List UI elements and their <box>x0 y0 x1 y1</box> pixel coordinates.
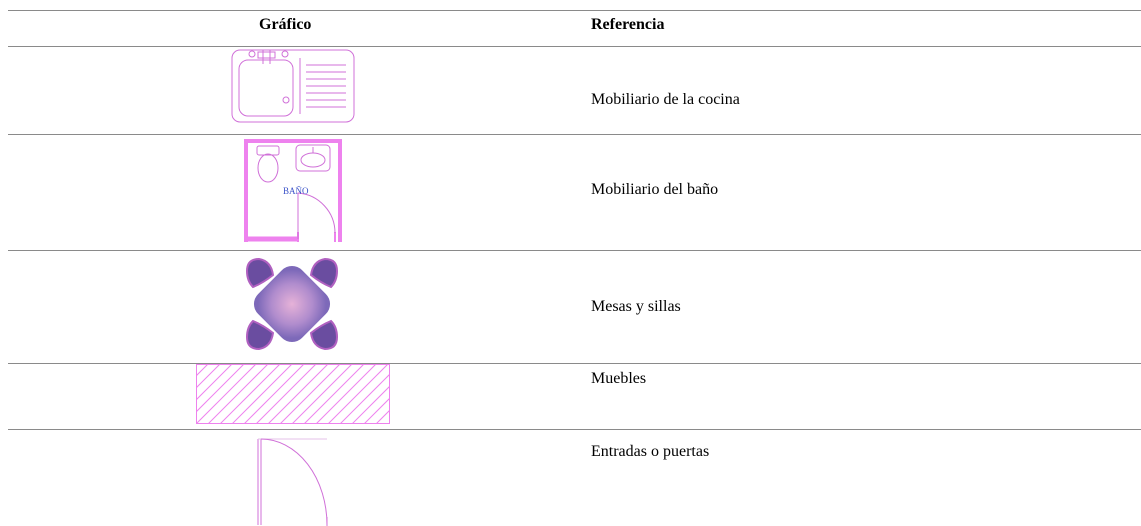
row-divider <box>8 134 1141 135</box>
kitchen-sink-icon <box>231 49 355 123</box>
header-bottom-rule <box>8 46 1141 47</box>
table-row: BAÑO <box>243 138 343 244</box>
reference-text: Mobiliario de la cocina <box>591 91 740 108</box>
furniture-hatch-icon <box>196 364 390 424</box>
table-row <box>255 437 331 526</box>
table-chairs-icon <box>245 257 339 351</box>
reference-text: Muebles <box>591 370 647 387</box>
row-divider <box>8 429 1141 430</box>
bathroom-plan-icon: BAÑO <box>244 139 342 242</box>
table-row <box>230 48 356 124</box>
header-reference: Referencia <box>591 16 665 33</box>
table-row <box>243 255 341 353</box>
row-divider <box>8 363 1141 364</box>
reference-text: Mesas y sillas <box>591 298 681 315</box>
table-row <box>196 364 390 424</box>
table-top-rule <box>8 10 1141 11</box>
reference-text: Entradas o puertas <box>591 443 710 460</box>
reference-text: Mobiliario del baño <box>591 181 719 198</box>
door-swing-icon <box>257 438 328 526</box>
header-graphic: Gráfico <box>259 16 312 33</box>
row-divider <box>8 250 1141 251</box>
bath-label: BAÑO <box>283 186 309 196</box>
